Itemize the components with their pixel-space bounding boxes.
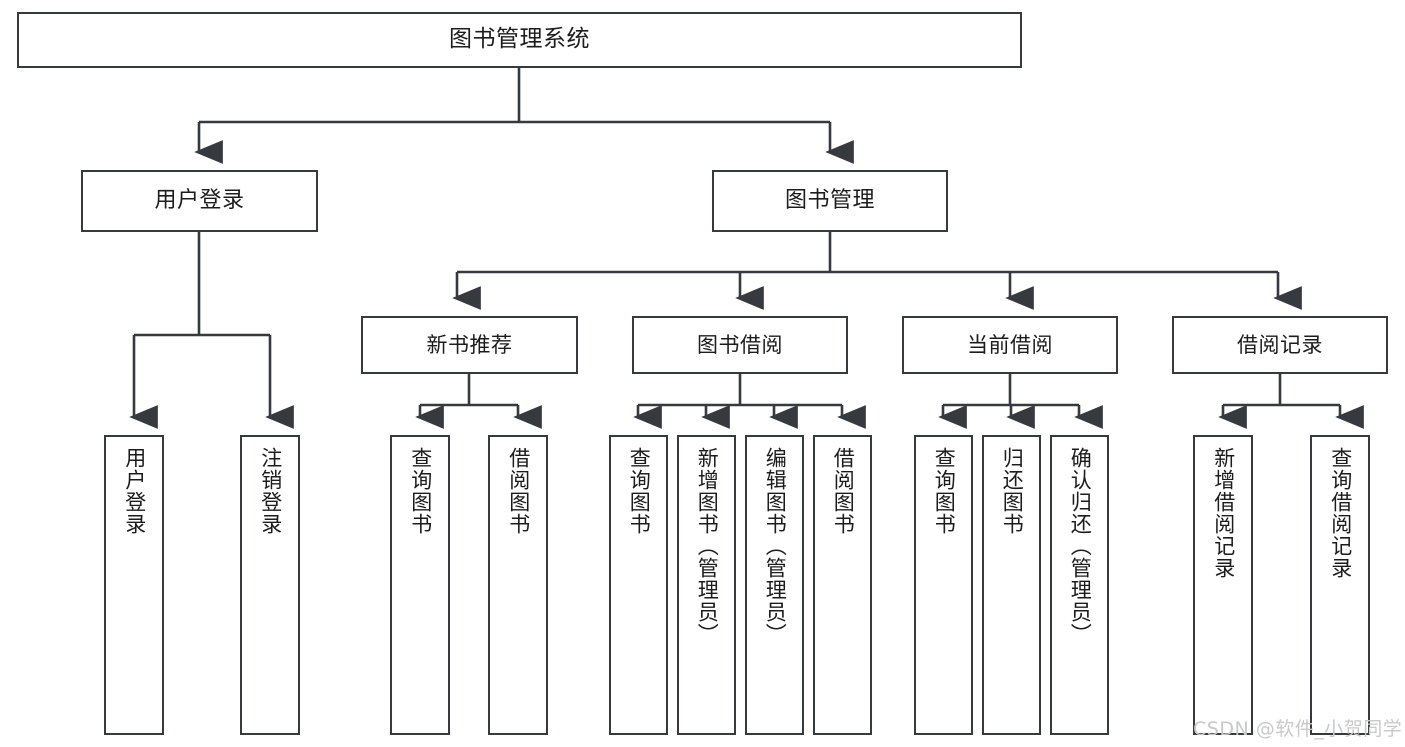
leaf-borrow-borrow-book[interactable]: 借阅图书 [813, 435, 872, 735]
node-book-borrow-label: 图书借阅 [697, 332, 783, 357]
leaf-record-add-borrow-record[interactable]: 新增借阅记录 [1193, 435, 1253, 735]
node-current-borrow-label: 当前借阅 [967, 332, 1053, 357]
leaf-current-return-book[interactable]: 归还图书 [982, 435, 1041, 735]
csdn-watermark: CSDN @软件_小贺同学 [1193, 718, 1403, 740]
node-root[interactable]: 图书管理系统 [17, 12, 1022, 68]
leaf-label: 查询图书 [627, 447, 652, 535]
leaf-label: 注销登录 [258, 447, 283, 535]
leaf-borrow-edit-book-admin[interactable]: 编辑图书（管理员） [745, 435, 804, 735]
leaf-borrow-query-book[interactable]: 查询图书 [609, 435, 668, 735]
leaf-recommend-borrow-book[interactable]: 借阅图书 [488, 435, 548, 735]
leaf-user-logout[interactable]: 注销登录 [240, 435, 300, 735]
leaf-current-query-book[interactable]: 查询图书 [914, 435, 973, 735]
leaf-label: 查询借阅记录 [1328, 447, 1353, 579]
leaf-record-query-borrow-record[interactable]: 查询借阅记录 [1310, 435, 1370, 735]
leaf-borrow-add-book-admin[interactable]: 新增图书（管理员） [677, 435, 736, 735]
node-root-label: 图书管理系统 [449, 26, 590, 53]
node-borrow-record-label: 借阅记录 [1237, 332, 1323, 357]
node-user-login-label: 用户登录 [154, 187, 245, 213]
node-book-management[interactable]: 图书管理 [712, 170, 948, 232]
leaf-label: 借阅图书 [506, 447, 531, 535]
node-new-book-recommend-label: 新书推荐 [426, 332, 513, 357]
leaf-label: 编辑图书（管理员） [763, 447, 788, 645]
leaf-label: 新增图书（管理员） [695, 447, 720, 645]
leaf-label: 查询图书 [932, 447, 957, 535]
node-current-borrow[interactable]: 当前借阅 [902, 316, 1118, 374]
leaf-label: 新增借阅记录 [1211, 447, 1236, 579]
node-borrow-record[interactable]: 借阅记录 [1172, 316, 1388, 374]
node-book-borrow[interactable]: 图书借阅 [632, 316, 848, 374]
leaf-label: 查询图书 [408, 447, 433, 535]
leaf-label: 借阅图书 [831, 447, 856, 535]
node-new-book-recommend[interactable]: 新书推荐 [361, 316, 578, 374]
leaf-recommend-query-book[interactable]: 查询图书 [390, 435, 450, 735]
leaf-label: 归还图书 [1000, 447, 1025, 535]
node-book-management-label: 图书管理 [784, 187, 875, 213]
leaf-label: 用户登录 [122, 447, 147, 535]
node-user-login[interactable]: 用户登录 [81, 170, 318, 232]
leaf-user-login[interactable]: 用户登录 [104, 435, 164, 735]
leaf-current-confirm-return-admin[interactable]: 确认归还（管理员） [1050, 435, 1109, 735]
leaf-label: 确认归还（管理员） [1068, 447, 1093, 645]
